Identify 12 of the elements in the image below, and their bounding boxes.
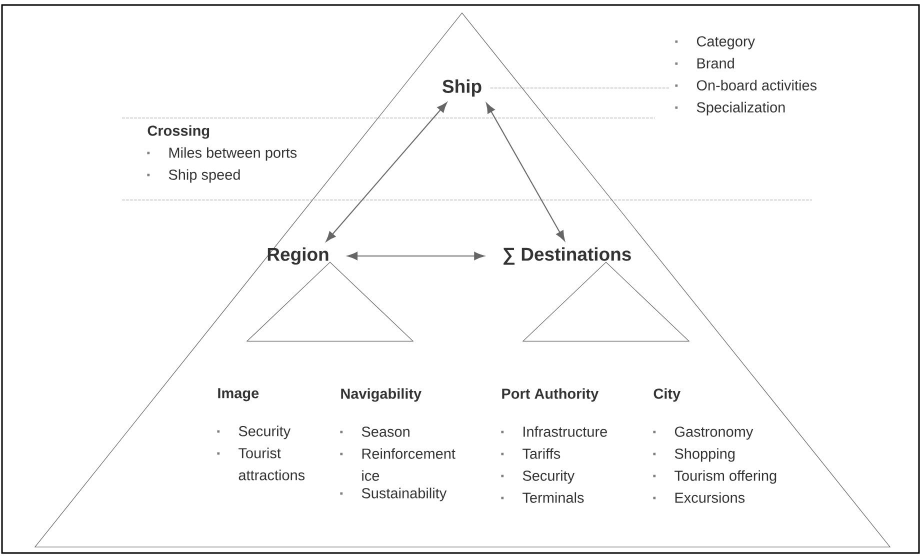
level-label: Ship [442,79,482,97]
double-arrow [486,102,565,241]
category-list: City Gastronomy Shopping Tourism offering Excursions [653,388,776,503]
double-arrow [347,252,484,260]
level-label: ∑ Destinations [504,247,631,265]
category-list: Port Authority Infrastructure Tariffs Security Terminals [501,388,607,503]
category-list: Navigability Season Reinforcement ice Sustainability [340,388,456,502]
level-label: Region [268,247,328,265]
double-arrow [326,102,448,242]
bullet-list: Crossing Miles between ports Ship speed [147,125,297,183]
bullet-list: Category Brand On-board activities Specialization [675,36,817,116]
category-list: Image Security Tourist attractions [217,388,305,480]
